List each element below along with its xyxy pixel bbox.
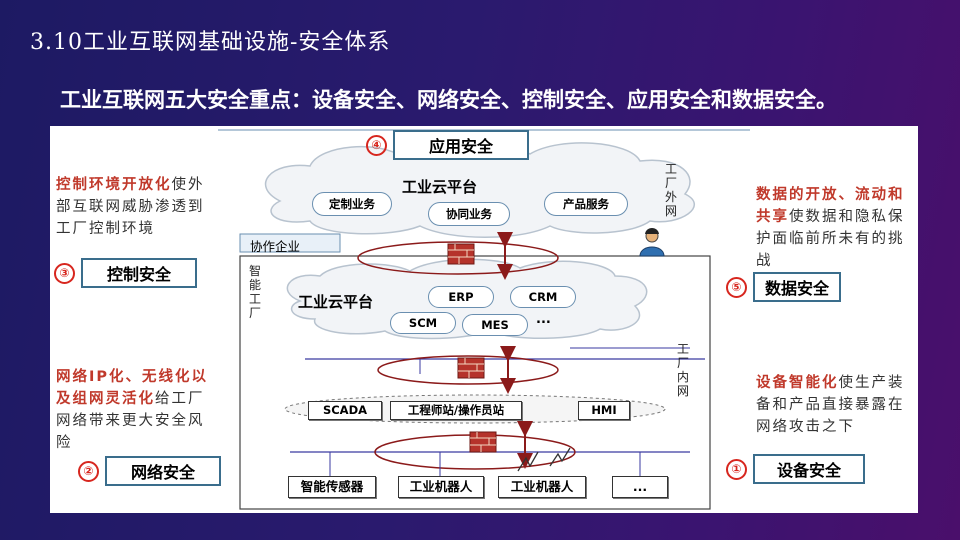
inner-net-label: 工厂内网: [676, 342, 689, 398]
network-security-tag: ② 网络安全: [78, 456, 222, 486]
network-desc: 网络IP化、无线化以及组网灵活化给工厂网络带来更大安全风险: [56, 369, 209, 451]
more-devices-box: ...: [612, 476, 668, 498]
system-pill-scm: SCM: [390, 312, 456, 334]
outer-net-label: 工厂外网: [664, 162, 677, 218]
system-more: ...: [536, 312, 551, 327]
tag-number: ④: [366, 134, 387, 156]
data-desc: 数据的开放、流动和共享使数据和隐私保护面临前所未有的挑战: [756, 187, 905, 269]
partner-label: 协作企业: [250, 239, 301, 254]
slide-title: 3.10工业互联网基础设施-安全体系: [30, 30, 391, 55]
hmi-box: HMI: [578, 401, 630, 420]
service-pill: 产品服务: [544, 192, 628, 216]
tag-label: 应用安全: [393, 130, 530, 160]
firewall-icon-mid: [457, 357, 485, 379]
slide-subtitle: 工业互联网五大安全重点：设备安全、网络安全、控制安全、应用安全和数据安全。: [60, 88, 837, 112]
diagram-panel: ④ 应用安全 工业云平台 定制业务 协同业务 产品服务 工厂外网 协作企业 智能…: [50, 126, 918, 513]
ring-mid: [377, 355, 559, 385]
firewall-icon-bottom: [469, 431, 497, 453]
inner-cloud-title: 工业云平台: [298, 293, 374, 311]
data-security-tag: ⑤ 数据安全: [726, 272, 842, 302]
outer-cloud-title: 工业云平台: [402, 178, 478, 196]
user-icon: [639, 228, 665, 257]
system-pill-mes: MES: [462, 314, 528, 336]
wireless-icon: [517, 451, 539, 472]
system-pill-crm: CRM: [510, 286, 576, 308]
factory-label: 智能工厂: [248, 264, 261, 320]
device-security-tag: ① 设备安全: [726, 454, 866, 484]
device-desc: 设备智能化使生产装备和产品直接暴露在网络攻击之下: [756, 375, 905, 435]
robot-box: 工业机器人: [398, 476, 484, 498]
robot-box: 工业机器人: [498, 476, 586, 498]
service-pill: 定制业务: [312, 192, 392, 216]
engineer-station-box: 工程师站/操作员站: [390, 401, 522, 420]
scada-box: SCADA: [308, 401, 382, 420]
service-pill: 协同业务: [428, 202, 510, 226]
firewall-icon-top: [447, 243, 475, 265]
ring-outer: [357, 241, 559, 275]
system-pill-erp: ERP: [428, 286, 494, 308]
control-security-tag: ③ 控制安全: [54, 258, 198, 288]
app-security-tag: ④ 应用安全: [366, 130, 530, 160]
control-desc: 控制环境开放化使外部互联网威胁渗透到工厂控制环境: [56, 177, 205, 237]
sensor-box: 智能传感器: [288, 476, 376, 498]
